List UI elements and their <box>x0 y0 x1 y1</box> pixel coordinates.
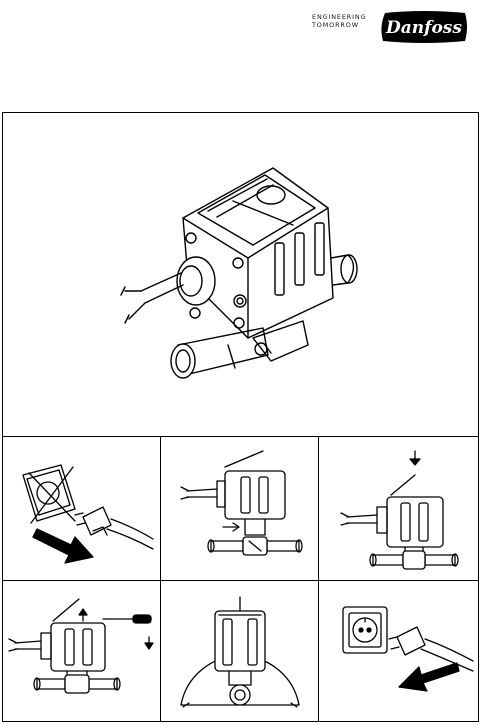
plug-into-socket-icon <box>319 581 478 722</box>
tagline-line-1: ENGINEERING <box>312 13 376 21</box>
danfoss-logo: Danfoss <box>379 10 469 44</box>
pry-coil-with-screwdriver-icon <box>3 581 161 722</box>
brand-tagline: ENGINEERING TOMORROW <box>312 13 376 29</box>
press-coil-down-icon <box>319 437 478 581</box>
step-5-rotation-angle <box>161 581 319 722</box>
instruction-frame <box>2 112 479 722</box>
coil-rotation-angle-icon <box>161 581 319 722</box>
step-4-pry-coil <box>3 581 161 722</box>
remove-coil-clip-icon <box>161 437 319 581</box>
solenoid-valve-with-coil-icon <box>3 113 478 436</box>
step-2-remove-clip <box>161 437 319 581</box>
unplug-power-icon <box>3 437 161 581</box>
step-3-press-coil <box>319 437 478 581</box>
brand-wordmark: Danfoss <box>385 18 462 38</box>
main-illustration <box>3 113 478 436</box>
tagline-line-2: TOMORROW <box>312 21 376 29</box>
step-1-unplug <box>3 437 161 581</box>
step-grid <box>3 436 478 722</box>
step-6-reconnect <box>319 581 478 722</box>
